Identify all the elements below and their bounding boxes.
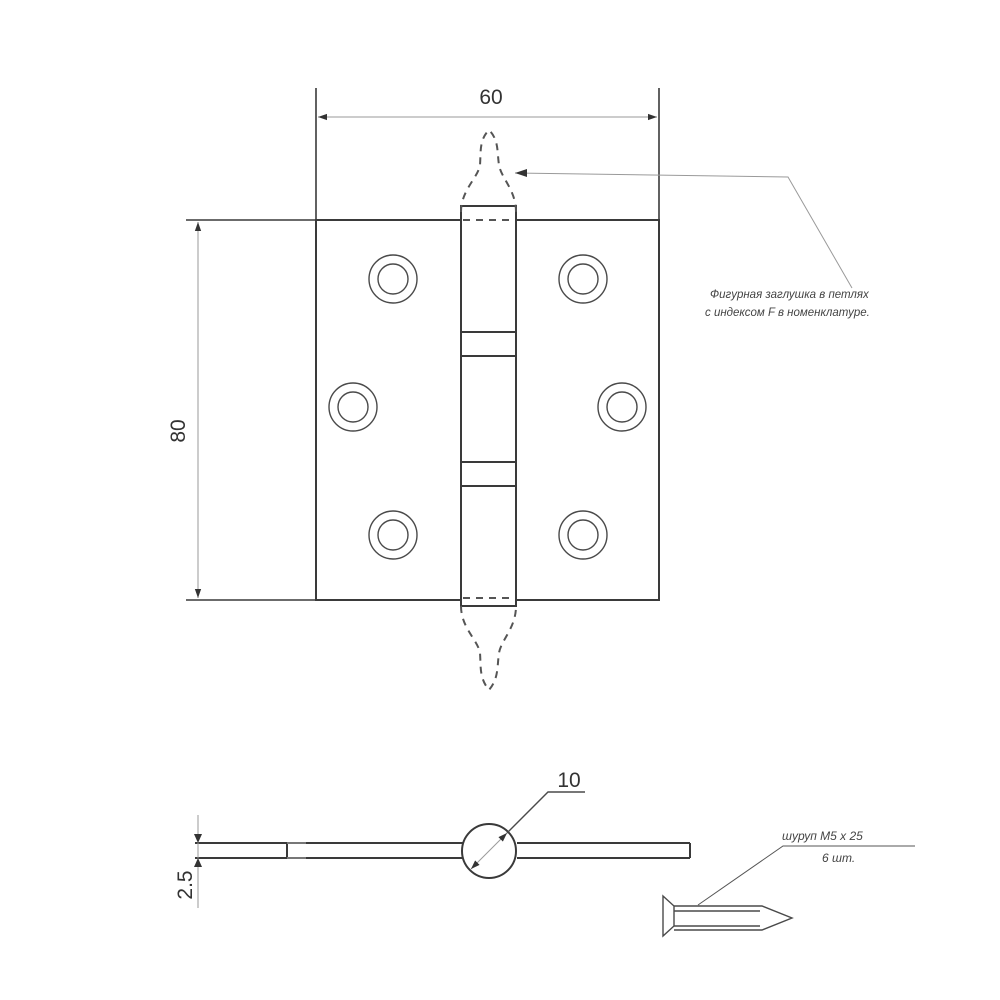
screw-note-line2: 6 шт. <box>822 851 855 865</box>
height-label: 80 <box>167 419 190 442</box>
hinge-side-view: 10 2.5 <box>174 769 691 908</box>
finial-bottom-outline <box>460 605 517 692</box>
screw-hole <box>368 510 418 560</box>
screw-hole <box>558 254 608 304</box>
screw-note-line1: шуруп М5 х 25 <box>782 829 863 843</box>
finial-top-outline <box>460 128 517 213</box>
finial-note-line1: Фигурная заглушка в петлях <box>710 289 870 301</box>
thickness-label: 2.5 <box>174 870 197 899</box>
width-label: 60 <box>479 86 502 109</box>
finial-note-line2: с индексом F в номенклатуре. <box>705 307 870 319</box>
screw-icon: шуруп М5 х 25 6 шт. <box>662 829 915 938</box>
screw-hole <box>597 382 647 432</box>
screw-hole <box>368 254 418 304</box>
hinge-front-view <box>315 128 660 692</box>
knuckle-diameter-label: 10 <box>557 769 580 792</box>
screw-hole <box>328 382 378 432</box>
screw-hole <box>558 510 608 560</box>
finial-note: Фигурная заглушка в петлях с индексом F … <box>514 169 870 319</box>
